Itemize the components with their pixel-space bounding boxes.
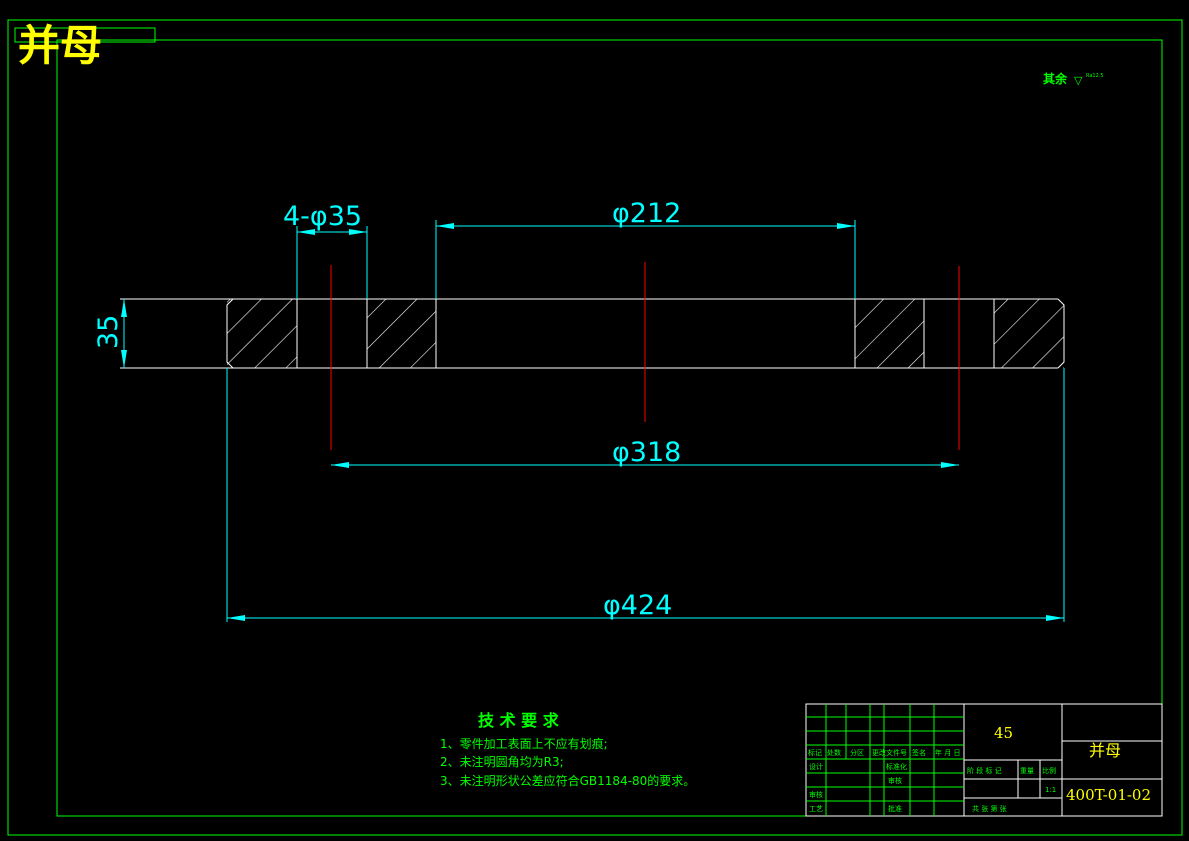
tb-label-review: 审核 [809, 790, 823, 799]
roughness-symbol-icon: ▽ [1074, 74, 1083, 87]
arrow-icon [837, 223, 855, 229]
roughness-value: Ra12.5 [1086, 73, 1104, 79]
title-block-border [805, 703, 1163, 817]
tb-label-sign: 签名 [912, 748, 926, 757]
hatch-right-inner [855, 299, 924, 368]
part-section [120, 262, 1065, 450]
hatch-left-outer [227, 299, 297, 368]
hatch-left-inner [367, 299, 436, 368]
surface-note-label: 其余 [1043, 71, 1068, 86]
arrow-icon [297, 229, 315, 235]
corner-label-box [14, 27, 156, 43]
tb-part-name: 并母 [1089, 741, 1121, 760]
tb-label-process: 工艺 [809, 805, 823, 813]
arrow-icon [941, 462, 959, 468]
tb-label-sheets: 共 张 第 张 [972, 804, 1007, 813]
inner-border [56, 39, 1163, 817]
hatch-right-outer [994, 299, 1064, 368]
drawing-frame [7, 19, 1183, 836]
arrow-icon [121, 299, 127, 317]
outer-border [7, 19, 1183, 836]
corner-title: 并母 [18, 21, 102, 70]
tech-item-1: 1、零件加工表面上不应有划痕; [440, 736, 608, 751]
right-chamfer [1057, 298, 1065, 369]
tb-label-stage-mark: 阶 段 标 记 [967, 766, 1002, 775]
dimensions [123, 220, 1065, 622]
tb-scale: 1:1 [1045, 786, 1056, 794]
dim-text-bolt-circle: φ318 [612, 437, 681, 468]
tb-label-count: 处数 [827, 748, 841, 757]
dim-text-holes: 4-φ35 [283, 201, 362, 232]
tb-label-zone: 分区 [850, 748, 864, 757]
tech-item-2: 2、未注明圆角均为R3; [440, 754, 564, 769]
dim-text-thickness: 35 [93, 315, 124, 349]
left-chamfer [226, 298, 234, 369]
tb-label-ratio: 比例 [1042, 766, 1056, 775]
surface-roughness-note: 其余 ▽ Ra12.5 [1043, 71, 1104, 87]
dim-text-inner: φ212 [612, 198, 681, 229]
dim-text-outer: φ424 [603, 590, 672, 621]
tech-heading: 技 术 要 求 [478, 711, 560, 730]
tb-label-doc-no: 更改文件号 [872, 748, 907, 757]
arrow-icon [331, 462, 349, 468]
tech-item-3: 3、未注明形状公差应符合GB1184-80的要求。 [440, 773, 695, 788]
arrow-icon [121, 350, 127, 368]
tb-label-design: 设计 [809, 762, 823, 771]
tb-label-weight: 重量 [1020, 767, 1034, 775]
arrow-icon [436, 223, 454, 229]
tb-label-approve: 批准 [888, 804, 902, 813]
dimension-arrows [121, 223, 1064, 621]
tb-label-date: 年 月 日 [935, 748, 960, 757]
tb-label-mark: 标记 [808, 748, 822, 757]
tb-drawing-no: 400T-01-02 [1066, 786, 1151, 804]
tb-label-standardize: 标准化 [886, 762, 907, 771]
tb-material: 45 [994, 724, 1013, 742]
tech-requirements: 技 术 要 求 1、零件加工表面上不应有划痕; 2、未注明圆角均为R3; 3、未… [440, 711, 695, 788]
title-block: 45 并母 400T-01-02 1:1 标记 处数 分区 更改文件号 签名 年… [805, 703, 1163, 817]
arrow-icon [227, 615, 245, 621]
arrow-icon [1046, 615, 1064, 621]
arrow-icon [349, 229, 367, 235]
tb-label-inspect: 审核 [888, 776, 902, 785]
